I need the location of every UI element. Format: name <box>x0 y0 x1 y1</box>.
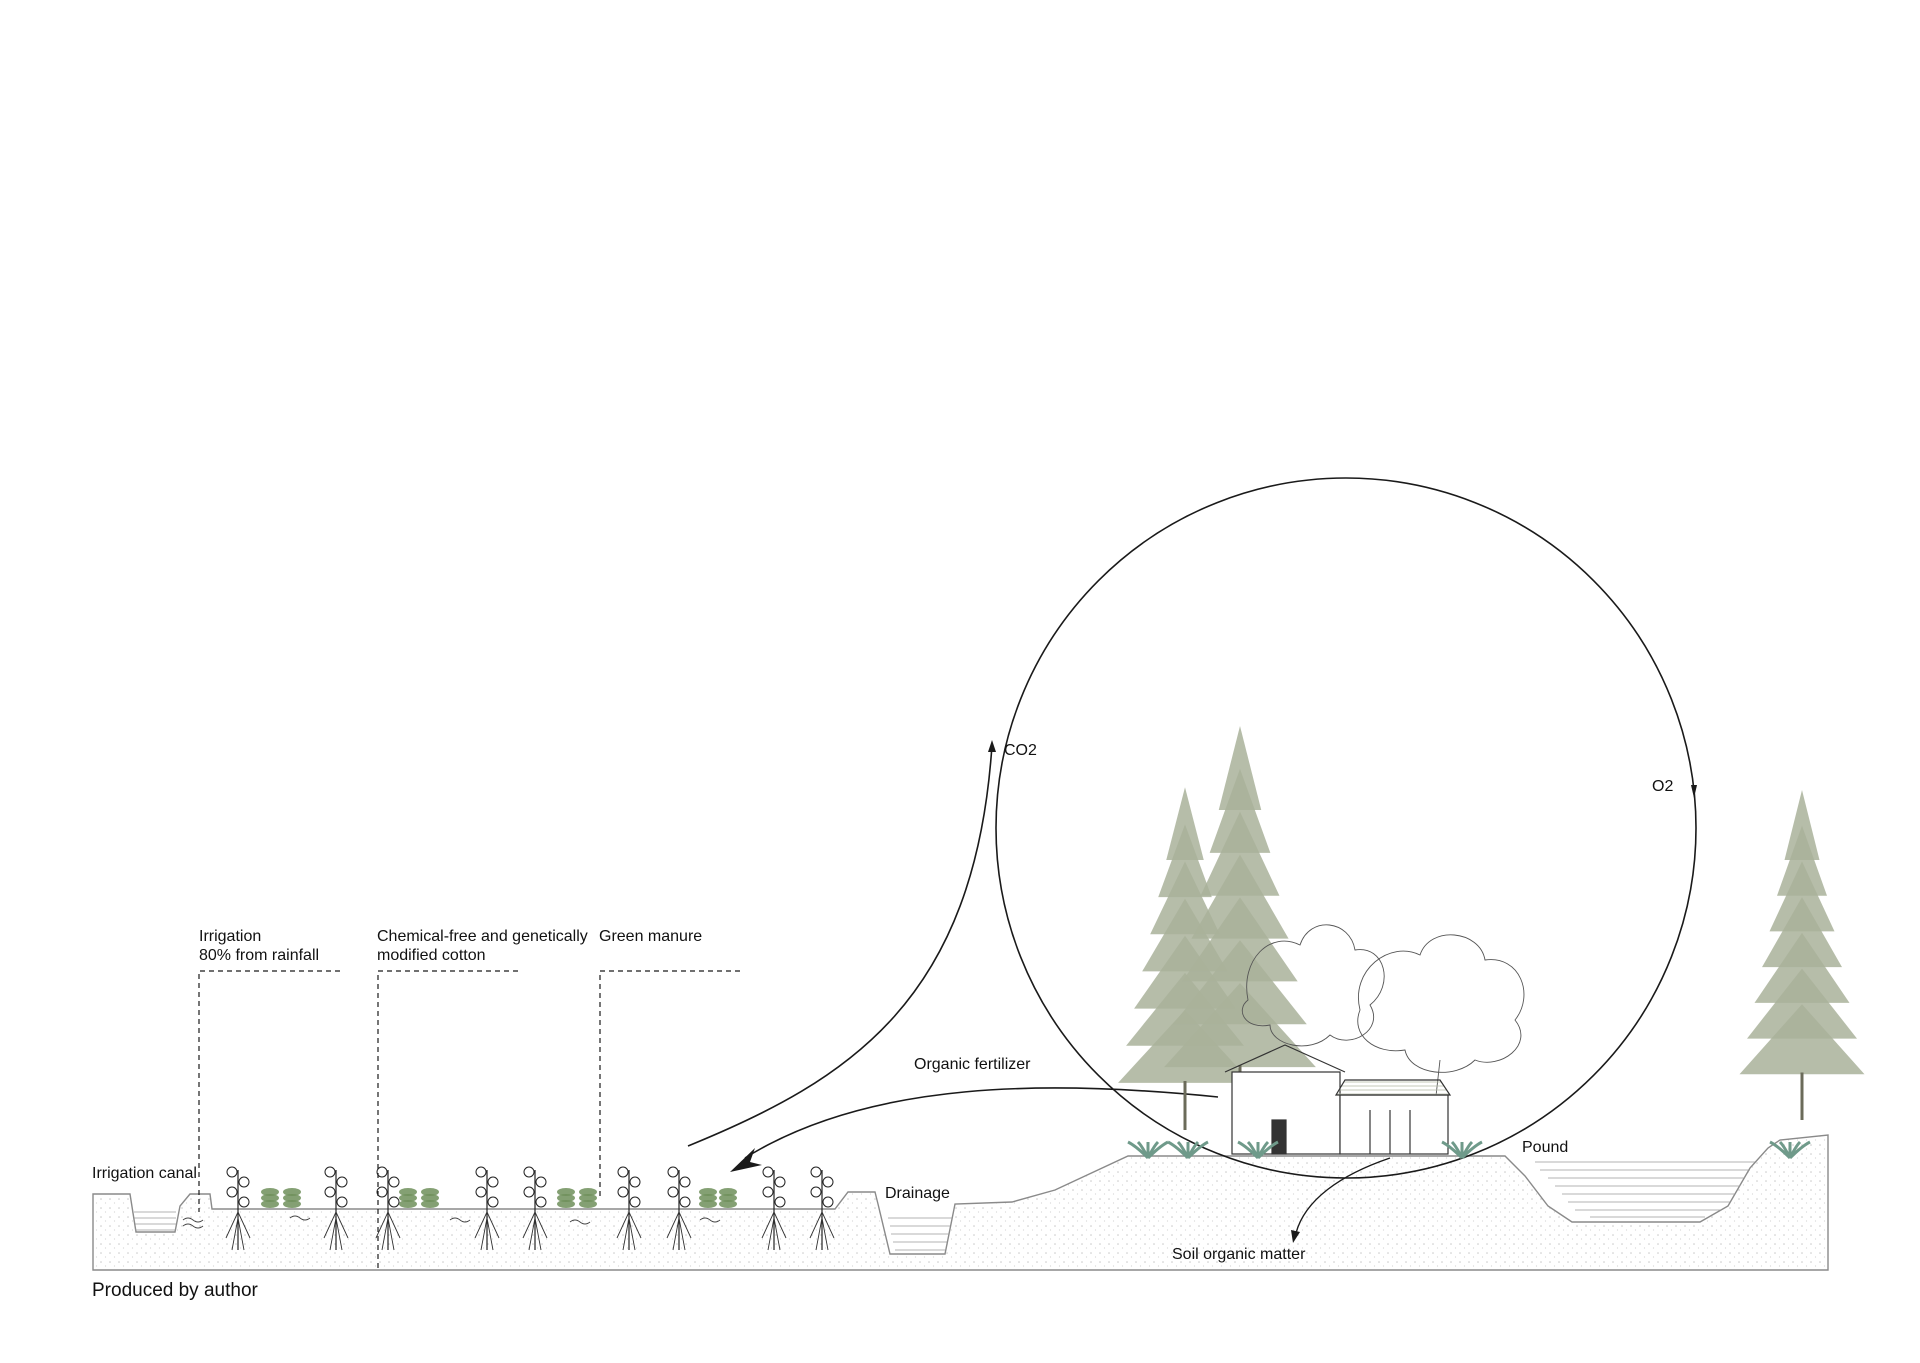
leader-lines <box>198 970 740 1270</box>
green-manure-plant <box>719 1188 737 1208</box>
pound-label: Pound <box>1522 1139 1569 1156</box>
leafy-clump <box>1127 1140 1169 1160</box>
cotton-label-line1: Chemical-free and genetically <box>377 928 588 945</box>
irrigation-rainfall-label: 80% from rainfall <box>199 947 320 964</box>
farmhouse <box>1224 1044 1452 1155</box>
water-hatching <box>134 1161 1755 1251</box>
cotton-plant <box>225 1166 251 1251</box>
o2-label: O2 <box>1652 778 1674 795</box>
o2-arrowhead <box>1691 785 1697 798</box>
cotton-plant <box>375 1166 401 1251</box>
leafy-clump <box>1441 1140 1483 1160</box>
irrigation-canal-label: Irrigation canal <box>92 1165 197 1182</box>
leafy-clump <box>1769 1140 1811 1160</box>
cotton-crops <box>225 1140 1811 1251</box>
ground-section <box>92 1134 1829 1271</box>
organic-fertilizer-label: Organic fertilizer <box>914 1056 1031 1073</box>
cotton-plant <box>474 1166 500 1251</box>
cotton-plant <box>323 1166 349 1251</box>
soil-organic-matter-arrow <box>1295 1157 1391 1234</box>
green-manure-plant <box>261 1188 279 1208</box>
conifer-tree <box>1164 726 1316 1120</box>
co2-arrow <box>687 744 993 1147</box>
irrigation-label: Irrigation <box>199 928 262 945</box>
green-manure-plant <box>421 1188 439 1208</box>
leafy-clump <box>1167 1140 1209 1160</box>
cotton-plant <box>616 1166 642 1251</box>
drainage-label: Drainage <box>885 1185 950 1202</box>
green-manure-plant <box>579 1188 597 1208</box>
cotton-plant <box>809 1166 835 1251</box>
green-manure-plant <box>283 1188 301 1208</box>
leafy-clump <box>1237 1140 1279 1160</box>
green-manure-plant <box>699 1188 717 1208</box>
green-manure-label: Green manure <box>599 928 703 945</box>
cotton-label-line2: modified cotton <box>377 947 486 964</box>
green-manure-plant <box>399 1188 417 1208</box>
green-manure-plant <box>557 1188 575 1208</box>
carbon-oxygen-cycle <box>995 477 1697 1179</box>
cotton-plant <box>666 1166 692 1251</box>
organic-fertilizer-arrow <box>744 1087 1219 1159</box>
credit-text: Produced by author <box>92 1280 258 1301</box>
irrigation-flow-marks <box>182 1215 721 1229</box>
conifer-tree <box>1739 790 1865 1120</box>
co2-label: CO2 <box>1004 742 1037 759</box>
trees <box>1118 726 1865 1130</box>
cotton-plant <box>522 1166 548 1251</box>
cotton-plant <box>761 1166 787 1251</box>
soil-organic-matter-label: Soil organic matter <box>1172 1246 1306 1263</box>
